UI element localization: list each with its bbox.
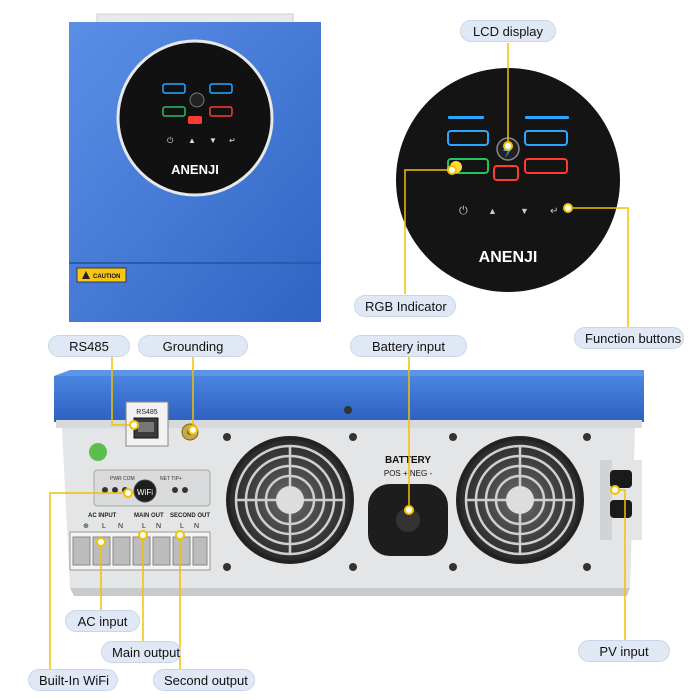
svg-text:↵: ↵ [229, 136, 236, 145]
pv-connectors [610, 470, 632, 518]
callout-rs485: RS485 [48, 335, 130, 357]
callout-ac-input: AC input [65, 610, 140, 632]
front-brand-logo: ANENJI [171, 162, 219, 177]
svg-text:AC INPUT: AC INPUT [88, 513, 117, 519]
callout-rgb-indicator: RGB Indicator [354, 295, 456, 317]
svg-text:BATTERY: BATTERY [385, 455, 431, 466]
svg-text:⏻: ⏻ [459, 205, 468, 217]
svg-text:RS485: RS485 [136, 409, 158, 416]
svg-text:N: N [118, 523, 123, 530]
callout-battery-input: Battery input [350, 335, 467, 357]
ac-terminal-block [69, 531, 211, 571]
svg-text:CAUTION: CAUTION [93, 274, 120, 280]
svg-text:▼: ▼ [209, 136, 217, 145]
zoom-brand-logo: ANENJI [479, 249, 538, 266]
callout-function-buttons: Function buttons [574, 327, 684, 349]
cooling-fan-right [456, 436, 584, 564]
callout-builtin-wifi: Built-In WiFi [28, 669, 118, 691]
svg-text:NET TIP+: NET TIP+ [160, 476, 182, 482]
rear-unit: RS485 PWR COM NET TIP+ WiFi AC INPUT MAI… [54, 370, 644, 596]
svg-text:WiFi: WiFi [137, 488, 153, 497]
front-unit: ⏻ ▲ ▼ ↵ ANENJI CAUTION [69, 13, 321, 322]
svg-text:⊕: ⊕ [83, 523, 89, 530]
svg-text:L: L [180, 523, 184, 530]
svg-text:POS + NEG -: POS + NEG - [384, 469, 433, 478]
svg-text:N: N [194, 523, 199, 530]
svg-text:▲: ▲ [188, 136, 196, 145]
svg-text:▼: ▼ [520, 206, 529, 216]
svg-text:▲: ▲ [488, 206, 497, 216]
callout-lcd-display: LCD display [460, 20, 556, 42]
callout-pv-input: PV input [578, 640, 670, 662]
callout-grounding: Grounding [138, 335, 248, 357]
svg-text:L: L [102, 523, 106, 530]
svg-text:⏻: ⏻ [167, 136, 174, 145]
svg-text:↵: ↵ [550, 206, 558, 217]
svg-text:PWR COM: PWR COM [110, 476, 135, 482]
svg-text:MAIN OUT: MAIN OUT [134, 513, 164, 519]
svg-text:L: L [142, 523, 146, 530]
cooling-fan-left [226, 436, 354, 564]
callout-second-output: Second output [153, 669, 255, 691]
callout-dots [96, 141, 620, 547]
lcd-zoom-view: ⏻ ▲ ▼ ↵ ANENJI [396, 68, 620, 292]
svg-text:N: N [156, 523, 161, 530]
wifi-knob [133, 479, 157, 503]
svg-text:SECOND OUT: SECOND OUT [170, 513, 210, 519]
callout-main-output: Main output [101, 641, 181, 663]
